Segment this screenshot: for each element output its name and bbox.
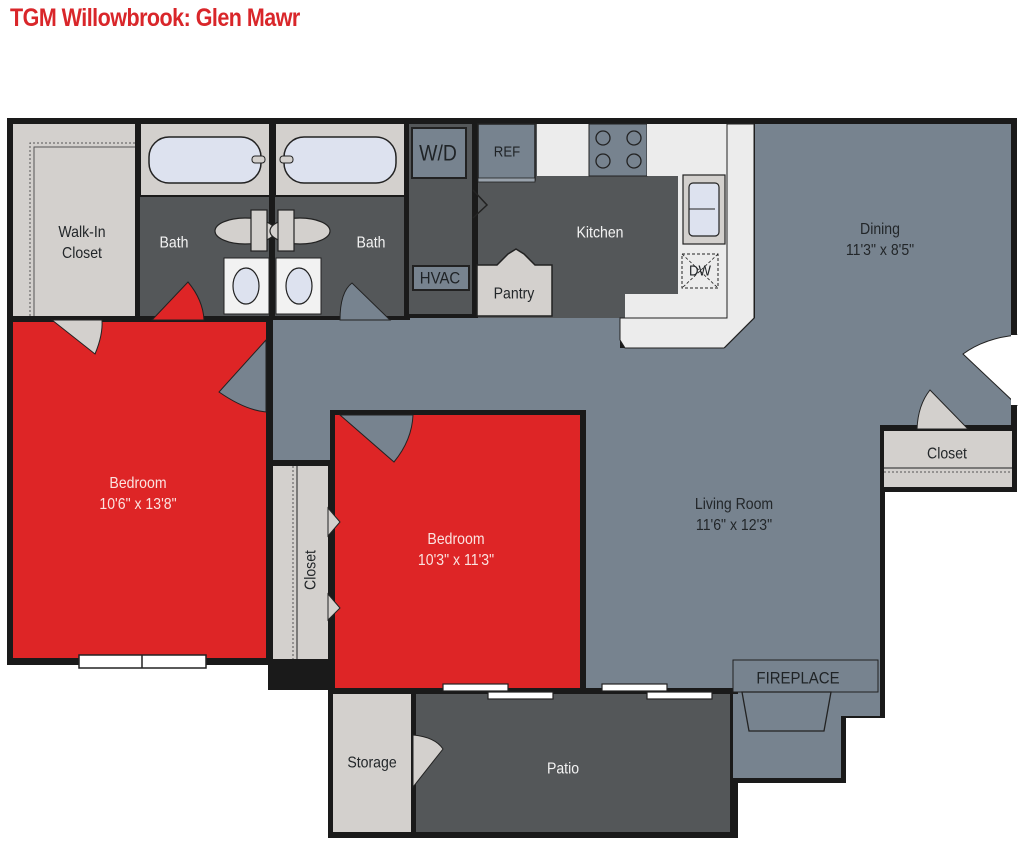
closet-hall-area (273, 466, 328, 659)
hvac-label: HVAC (419, 268, 461, 288)
page-title: TGM Willowbrook: Glen Mawr (10, 4, 300, 32)
bedroom-2-size: 10'3" x 11'3" (417, 552, 495, 569)
bedroom-1-label: Bedroom 10'6" x 13'8" (99, 473, 176, 515)
closet-east-area (884, 431, 1012, 487)
entry-door-swing (962, 334, 1018, 407)
pantry-label: Pantry (493, 285, 535, 303)
living-room-label: Living Room 11'6" x 12'3" (695, 494, 773, 536)
living-dining-area (273, 124, 1011, 716)
living-room-name: Living Room (694, 496, 774, 513)
storage-door-swing (412, 734, 444, 789)
bedroom-2-area (335, 415, 580, 688)
counter-peninsula (619, 123, 755, 349)
bedroom-2-name: Bedroom (427, 531, 485, 548)
pantry-area (476, 248, 553, 317)
bedroom-1-size: 10'6" x 13'8" (99, 496, 177, 513)
bath-2-label: Bath (356, 234, 386, 252)
bath-1-label: Bath (159, 234, 189, 252)
sliding-door-bedroom-2 (442, 683, 509, 692)
bedroom-1-area (13, 322, 266, 658)
washer-dryer-icon (411, 127, 467, 179)
walk-in-closet-area (13, 124, 135, 316)
walk-in-closet-name-line2: Closet (62, 245, 102, 262)
bedroom-2-label: Bedroom 10'3" x 11'3" (418, 529, 494, 571)
fireplace-icon (741, 691, 832, 732)
fireplace-label: FIREPLACE (756, 668, 840, 688)
hvac-icon (412, 265, 470, 291)
dishwasher-label: DW (689, 262, 711, 280)
bathtub-1-icon (148, 136, 262, 184)
dining-label: Dining 11'3" x 8'5" (846, 219, 914, 261)
storage-area (333, 694, 411, 832)
walk-in-closet-name-line1: Walk-In (58, 224, 106, 241)
patio-label: Patio (546, 760, 580, 778)
refrigerator-icon (477, 123, 536, 181)
walk-in-closet-door-swing (50, 319, 103, 355)
storage-label: Storage (347, 754, 397, 772)
bedroom-1-name: Bedroom (109, 475, 167, 492)
washer-dryer-label: W/D (419, 140, 457, 166)
bath-1-door-swing (150, 281, 205, 321)
bathtub-2-icon (283, 136, 397, 184)
counter-top (537, 124, 589, 176)
closet-hall-label: Closet (302, 550, 320, 590)
bath-2-door-swing (339, 282, 392, 321)
walk-in-closet-label: Walk-In Closet (58, 222, 105, 264)
patio-area (416, 694, 730, 832)
refrigerator-label: REF (493, 143, 521, 161)
living-room-size: 11'6" x 12'3" (695, 517, 773, 534)
bedroom-2-door-swing (338, 414, 414, 463)
dining-size: 11'3" x 8'5" (845, 242, 915, 259)
kitchen-label: Kitchen (576, 224, 624, 242)
bedroom-1-door-swing (218, 338, 267, 413)
dining-name: Dining (860, 221, 900, 238)
closet-east-door-swing (916, 389, 970, 430)
closet-east-label: Closet (927, 445, 967, 463)
fireplace-hearth (732, 659, 879, 693)
sliding-door-living (601, 683, 668, 692)
